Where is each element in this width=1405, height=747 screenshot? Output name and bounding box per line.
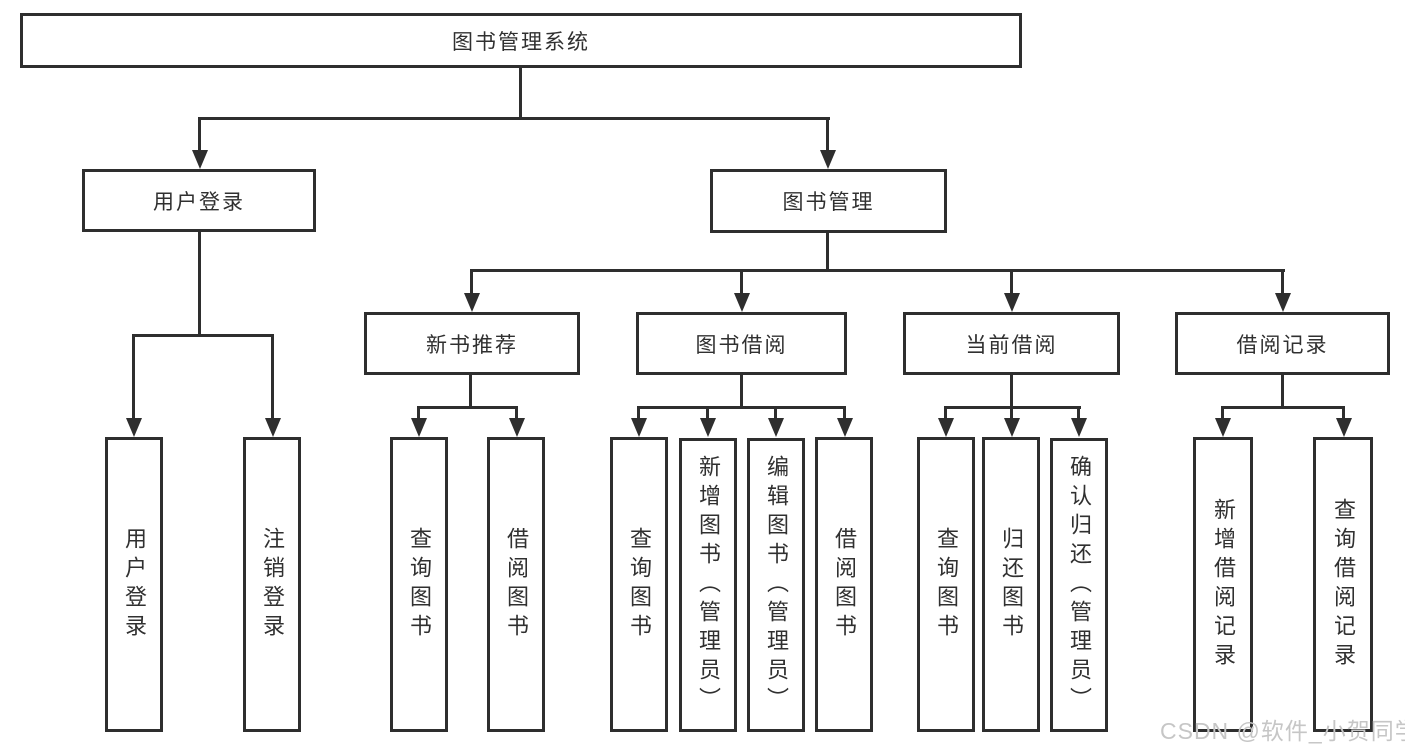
- edge-user-login-stem: [198, 232, 201, 336]
- leaf-user-login: 用户登录: [105, 437, 163, 732]
- edge-to-borrow-records: [1281, 269, 1284, 296]
- edge-leaf: [1010, 406, 1013, 420]
- edge-leaf: [417, 406, 420, 420]
- edge-leaf: [1077, 406, 1080, 420]
- edge-new-book-recommend-stem: [469, 375, 472, 409]
- leaf-query-books-borrow: 查询图书: [610, 437, 668, 732]
- leaf-query-books-recommend: 查询图书: [390, 437, 448, 732]
- edge-leaf: [843, 406, 846, 420]
- arrow-down-icon: [837, 418, 853, 437]
- node-library-management-system: 图书管理系统: [20, 13, 1022, 68]
- edge-borrow-records-stem: [1281, 375, 1284, 409]
- edge-book-borrow-split: [637, 406, 846, 409]
- arrow-down-icon: [1215, 418, 1231, 437]
- arrow-down-icon: [938, 418, 954, 437]
- edge-to-book-borrow: [740, 269, 743, 296]
- node-new-book-recommend: 新书推荐: [364, 312, 580, 375]
- csdn-watermark: CSDN @软件_小贺同学: [1160, 718, 1405, 744]
- leaf-return-books: 归还图书: [982, 437, 1040, 732]
- edge-leaf: [706, 406, 709, 420]
- edge-book-borrow-stem: [740, 375, 743, 409]
- leaf-borrow-books-recommend: 借阅图书: [487, 437, 545, 732]
- node-book-borrow: 图书借阅: [636, 312, 847, 375]
- node-current-borrow: 当前借阅: [903, 312, 1120, 375]
- edge-to-current-borrow: [1010, 269, 1013, 296]
- edge-to-user-login-leaf: [132, 334, 135, 420]
- leaf-logout: 注销登录: [243, 437, 301, 732]
- edge-leaf: [637, 406, 640, 420]
- edge-to-logout-leaf: [271, 334, 274, 420]
- arrow-down-icon: [1275, 293, 1291, 312]
- arrow-down-icon: [192, 150, 208, 169]
- node-book-management: 图书管理: [710, 169, 947, 233]
- edge-current-borrow-stem: [1010, 375, 1013, 409]
- edge-root-split: [198, 117, 830, 120]
- arrow-down-icon: [631, 418, 647, 437]
- arrow-down-icon: [1071, 418, 1087, 437]
- arrow-down-icon: [700, 418, 716, 437]
- arrow-down-icon: [768, 418, 784, 437]
- arrow-down-icon: [1004, 293, 1020, 312]
- arrow-down-icon: [1336, 418, 1352, 437]
- arrow-down-icon: [1004, 418, 1020, 437]
- edge-leaf: [944, 406, 947, 420]
- arrow-down-icon: [265, 418, 281, 437]
- leaf-query-books-current: 查询图书: [917, 437, 975, 732]
- node-borrow-records: 借阅记录: [1175, 312, 1390, 375]
- arrow-down-icon: [411, 418, 427, 437]
- edge-leaf: [774, 406, 777, 420]
- edge-new-book-recommend-split: [417, 406, 518, 409]
- edge-leaf: [1342, 406, 1345, 420]
- arrow-down-icon: [509, 418, 525, 437]
- edge-root-stem: [519, 68, 522, 118]
- leaf-edit-books-admin: 编辑图书（管理员）: [747, 438, 805, 732]
- edge-leaf: [515, 406, 518, 420]
- edge-to-user-login: [198, 117, 201, 153]
- edge-leaf: [1221, 406, 1224, 420]
- arrow-down-icon: [820, 150, 836, 169]
- leaf-borrow-books: 借阅图书: [815, 437, 873, 732]
- edge-to-book-management: [826, 117, 829, 153]
- leaf-add-borrow-record: 新增借阅记录: [1193, 437, 1253, 732]
- edge-book-management-stem: [826, 233, 829, 272]
- arrow-down-icon: [126, 418, 142, 437]
- leaf-query-borrow-record: 查询借阅记录: [1313, 437, 1373, 732]
- leaf-add-books-admin: 新增图书（管理员）: [679, 438, 737, 732]
- edge-book-management-split: [470, 269, 1285, 272]
- arrow-down-icon: [464, 293, 480, 312]
- edge-to-new-book-recommend: [470, 269, 473, 296]
- edge-user-login-split: [132, 334, 274, 337]
- arrow-down-icon: [734, 293, 750, 312]
- node-user-login: 用户登录: [82, 169, 316, 232]
- edge-borrow-records-split: [1221, 406, 1345, 409]
- leaf-confirm-return-admin: 确认归还（管理员）: [1050, 438, 1108, 732]
